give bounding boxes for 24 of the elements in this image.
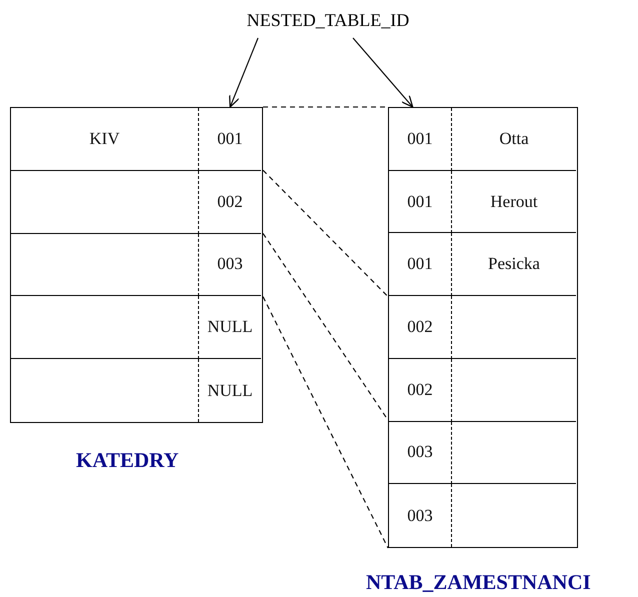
cell-text: 001 (407, 128, 433, 149)
cell-text: NULL (207, 317, 253, 338)
connector-line (262, 296, 388, 548)
cell-text: Otta (499, 128, 529, 149)
cell-text: NULL (207, 380, 253, 401)
cell-text: 002 (217, 192, 243, 212)
connector-line (262, 170, 388, 298)
cell-text: 003 (217, 254, 243, 274)
cell-text: 001 (407, 254, 433, 274)
cell-text: 002 (407, 316, 433, 337)
cell-text: 003 (407, 506, 433, 526)
cell-text: Pesicka (488, 254, 540, 274)
cell-text: KIV (89, 128, 120, 149)
arrow (352, 38, 414, 108)
connector-line (263, 106, 388, 108)
cell-text: 001 (407, 192, 433, 212)
column-name-label: NESTED_TABLE_ID (203, 10, 453, 38)
cell-text: Herout (490, 192, 538, 212)
table-name: NTAB_ZAMESTNANCI (366, 570, 591, 595)
arrow (229, 38, 258, 108)
cell-text: 002 (407, 380, 433, 400)
table-name: KATEDRY (76, 448, 179, 473)
cell-text: 003 (407, 442, 433, 462)
cell-text: 001 (217, 128, 243, 149)
